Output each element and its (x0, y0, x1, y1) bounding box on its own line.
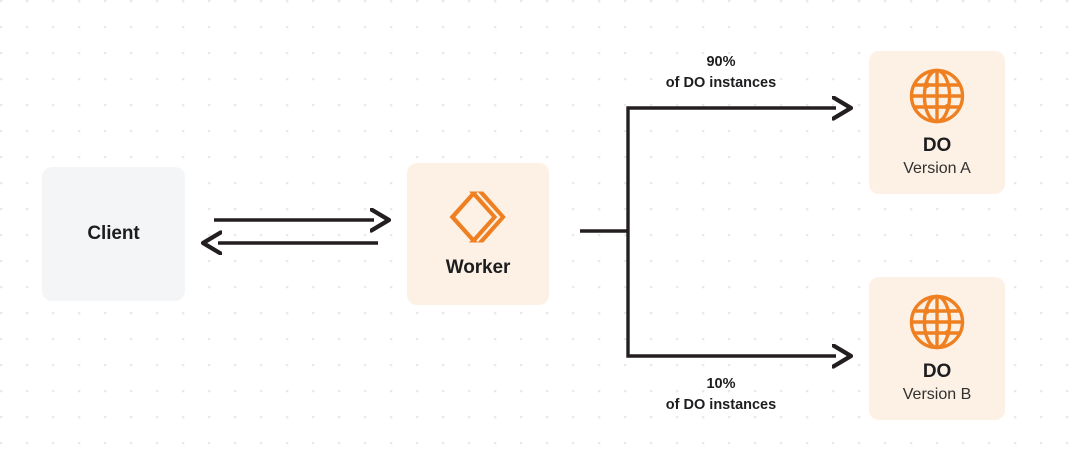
node-do-b-subtitle: Version B (902, 385, 972, 403)
node-do-a-subtitle: Version A (903, 159, 971, 177)
node-do-version-a[interactable]: DO Version A (869, 51, 1005, 194)
node-do-version-b[interactable]: DO Version B (869, 277, 1005, 420)
edge-label-10-percent-value: 10% (706, 376, 736, 392)
node-worker-title: Worker (445, 257, 511, 279)
edge-label-10-percent-description: of DO instances (665, 397, 777, 414)
globe-icon (908, 293, 966, 351)
edge-label-90-percent: 90% of DO instances (596, 52, 846, 94)
node-do-b-title: DO (922, 360, 952, 382)
node-client-title: Client (87, 223, 140, 245)
globe-icon (908, 67, 966, 125)
edge-label-90-percent-value: 90% (706, 54, 736, 70)
node-do-a-title: DO (922, 134, 952, 156)
cloudflare-workers-icon (447, 189, 509, 245)
node-worker[interactable]: Worker (407, 163, 549, 305)
edge-label-90-percent-description: of DO instances (665, 75, 777, 92)
edge-label-10-percent: 10% of DO instances (596, 374, 846, 416)
edge-worker-to-do-a (626, 108, 836, 231)
edge-worker-to-do-b (626, 231, 836, 356)
node-client[interactable]: Client (42, 167, 185, 301)
